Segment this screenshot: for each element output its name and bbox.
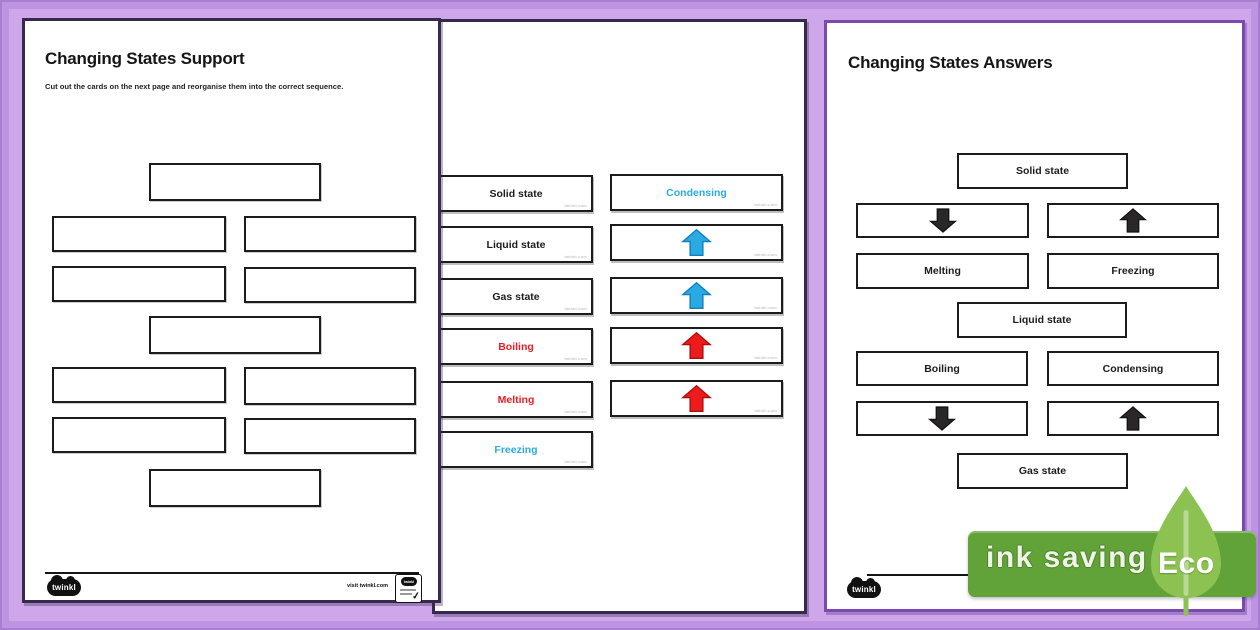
answer-label: Gas state — [1018, 465, 1067, 477]
card-label: Melting — [497, 393, 535, 406]
card-label: Freezing — [494, 443, 538, 456]
checkmark-icon: ✓ — [410, 590, 421, 603]
answer-box-condensing: Condensing — [1047, 351, 1219, 386]
eco-label: Eco — [1158, 547, 1215, 580]
card-watermark: twinkl.com — [564, 409, 587, 414]
answer-label: Solid state — [1015, 165, 1070, 177]
answer-box-liquid-state: Liquid state — [957, 302, 1127, 338]
card-label: Liquid state — [486, 238, 546, 251]
ink-saving-label: ink saving — [986, 541, 1148, 574]
twinkl-logo-text: twinkl — [852, 585, 876, 594]
page-cards: Solid state twinkl.com Liquid state twin… — [432, 19, 807, 614]
card-watermark: twinkl.com — [564, 254, 587, 259]
card-watermark: twinkl.com — [564, 306, 587, 311]
up-arrow-icon — [1119, 406, 1147, 431]
badge-text-line — [400, 589, 416, 591]
card-arrow-red-2: twinkl.com — [610, 380, 783, 417]
empty-slot — [149, 163, 321, 201]
card-arrow-blue-2: twinkl.com — [610, 277, 783, 314]
card-label: Solid state — [489, 187, 543, 200]
card-condensing: Condensing twinkl.com — [610, 174, 783, 211]
badge-text-line — [400, 593, 412, 595]
card-watermark: twinkl.com — [564, 203, 587, 208]
answer-box-melting: Melting — [856, 253, 1029, 289]
card-label: Gas state — [492, 290, 540, 303]
footer-divider — [45, 572, 419, 574]
empty-slot — [244, 418, 416, 454]
card-boiling: Boiling twinkl.com — [439, 328, 593, 365]
card-watermark: twinkl.com — [754, 355, 777, 360]
answer-label: Liquid state — [1012, 314, 1072, 326]
card-label: Condensing — [666, 186, 727, 199]
answer-box-freezing: Freezing — [1047, 253, 1219, 289]
card-watermark: twinkl.com — [754, 202, 777, 207]
answer-label: Boiling — [924, 362, 960, 375]
answer-label: Freezing — [1111, 265, 1155, 277]
answer-box-arrow-down-1 — [856, 203, 1029, 238]
visit-twinkl-link: visit twinkl.com — [347, 583, 388, 589]
twinkl-badge-cloud-icon: twinkl — [401, 577, 417, 586]
up-arrow-icon — [681, 228, 712, 256]
up-arrow-icon — [1119, 208, 1147, 233]
answer-box-solid-state: Solid state — [957, 153, 1128, 189]
twinkl-logo: twinkl — [47, 575, 81, 596]
down-arrow-icon — [928, 208, 957, 233]
card-solid-state: Solid state twinkl.com — [439, 175, 593, 212]
card-gas-state: Gas state twinkl.com — [439, 278, 593, 315]
card-watermark: twinkl.com — [564, 356, 587, 361]
empty-slot — [52, 417, 226, 453]
card-label: Boiling — [498, 340, 534, 353]
answer-box-gas-state: Gas state — [957, 453, 1128, 489]
up-arrow-icon — [681, 384, 712, 412]
answer-label: Condensing — [1102, 362, 1164, 375]
card-liquid-state: Liquid state twinkl.com — [439, 226, 593, 263]
page-title: Changing States Support — [45, 49, 245, 68]
card-arrow-red-1: twinkl.com — [610, 327, 783, 364]
answer-box-arrow-up-1 — [1047, 203, 1219, 238]
instruction-text: Cut out the cards on the next page and r… — [45, 82, 344, 91]
down-arrow-icon — [928, 406, 956, 431]
answer-box-arrow-up-2 — [1047, 401, 1219, 436]
up-arrow-icon — [681, 281, 712, 309]
answer-box-arrow-down-2 — [856, 401, 1028, 436]
empty-slot — [244, 367, 416, 405]
card-watermark: twinkl.com — [754, 408, 777, 413]
page-title: Changing States Answers — [848, 53, 1053, 72]
empty-slot — [149, 469, 321, 507]
empty-slot — [52, 266, 226, 302]
twinkl-logo: twinkl — [847, 577, 881, 598]
card-watermark: twinkl.com — [564, 459, 587, 464]
empty-slot — [52, 216, 226, 252]
twinkl-logo-text: twinkl — [52, 583, 76, 592]
empty-slot — [149, 316, 321, 354]
up-arrow-icon — [681, 331, 712, 359]
card-freezing: Freezing twinkl.com — [439, 431, 593, 468]
page-support: Changing States Support Cut out the card… — [22, 18, 441, 603]
card-watermark: twinkl.com — [754, 305, 777, 310]
card-arrow-blue-1: twinkl.com — [610, 224, 783, 261]
eco-leaf-icon — [1149, 484, 1223, 623]
card-watermark: twinkl.com — [754, 252, 777, 257]
answer-box-boiling: Boiling — [856, 351, 1028, 386]
quality-badge: twinkl ✓ — [395, 574, 422, 603]
empty-slot — [52, 367, 226, 403]
card-melting: Melting twinkl.com — [439, 381, 593, 418]
answer-label: Melting — [924, 265, 961, 277]
empty-slot — [244, 267, 416, 303]
empty-slot — [244, 216, 416, 252]
